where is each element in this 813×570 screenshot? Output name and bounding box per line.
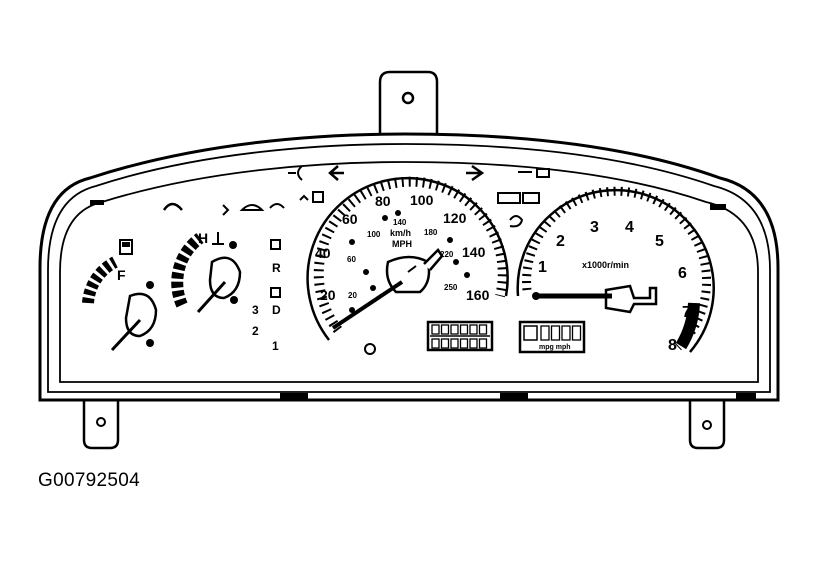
- seatbelt-icon: [222, 204, 230, 216]
- park-icon: [270, 239, 281, 250]
- low-coolant-icon: [509, 215, 524, 228]
- mph-scale: 20 40 60 80 100 120 140 160: [315, 192, 490, 303]
- lcd-digit-cell: [571, 325, 582, 341]
- tachometer-tick-band: [522, 186, 711, 351]
- check-engine-icon: [536, 168, 550, 178]
- kmh-label-180: 180: [424, 228, 438, 237]
- tachometer-hub: [604, 284, 658, 314]
- gear-1-label: 1: [272, 339, 279, 353]
- lcd-digit-cell: [561, 325, 571, 341]
- mph-label-40: 40: [315, 245, 331, 261]
- mph-label-80: 80: [375, 193, 391, 209]
- speedometer-scale-dots: [349, 210, 470, 313]
- temperature-gauge: H: [171, 230, 242, 314]
- tachometer-unit: x1000r/min: [582, 260, 629, 270]
- kmh-label-140: 140: [393, 218, 407, 227]
- bottom-right-mounting-tab: [688, 400, 726, 450]
- lcd-digit-cell: [478, 324, 488, 335]
- tach-label-7: 7: [682, 304, 691, 321]
- kmh-label-220: 220: [440, 250, 454, 259]
- gear-3-label: 3: [252, 303, 259, 317]
- temperature-gauge-needle: [196, 280, 227, 314]
- top-mounting-tab: [378, 70, 439, 135]
- airbag-icon: [269, 203, 285, 209]
- fuel-gauge-arc: [82, 256, 119, 304]
- fuel-economy-unit: mpg mph: [539, 344, 571, 351]
- tachometer-outer-arc: [516, 188, 715, 353]
- lcd-digit-cell: [469, 324, 478, 335]
- odometer-lcd: [426, 320, 494, 352]
- mph-label-140: 140: [462, 244, 486, 260]
- fuel-pump-icon: [119, 239, 133, 255]
- tachometer-redline: [675, 302, 700, 350]
- temperature-gauge-hub: [208, 256, 242, 300]
- tach-label-2: 2: [556, 233, 565, 250]
- temperature-gauge-label: H: [198, 230, 208, 246]
- lcd-digit-cell: [469, 338, 478, 349]
- battery-icon: [312, 191, 324, 203]
- lcd-digit-cell: [431, 324, 440, 335]
- gear-d-label: D: [272, 303, 281, 317]
- gear-r-label: R: [272, 261, 281, 275]
- mph-label-20: 20: [320, 287, 336, 303]
- brake-icon: [497, 192, 521, 204]
- turn-right-arrow-icon: [466, 164, 485, 182]
- trip-reset-knob: [364, 343, 376, 355]
- speedometer-needle: [331, 280, 404, 330]
- figure-id-label: G00792504: [38, 470, 141, 491]
- lcd-digit-cell: [450, 338, 459, 349]
- security-lamp-icon: [522, 192, 540, 204]
- door-open-icon: [239, 204, 265, 211]
- tach-label-6: 6: [678, 265, 687, 282]
- tachometer-scale: 1 2 3 4 5 6 7 8: [538, 219, 691, 354]
- speedometer-unit-mph: MPH: [392, 239, 412, 249]
- mph-label-120: 120: [443, 210, 467, 226]
- bottom-left-mounting-tab: [82, 400, 120, 450]
- oil-pressure-icon: [299, 194, 309, 201]
- lcd-digit-cell: [440, 324, 450, 335]
- lcd-digit-cell: [550, 325, 561, 341]
- lcd-digit-cell: [450, 324, 459, 335]
- lcd-digit-cell: [431, 338, 440, 349]
- lcd-digit-cell: [540, 325, 550, 341]
- tach-label-1: 1: [538, 259, 547, 276]
- tachometer: 1 2 3 4 5 6 7 8 x1000r/min: [516, 186, 715, 354]
- fuel-gauge: F: [82, 239, 158, 352]
- mph-label-100: 100: [410, 192, 434, 208]
- speedometer-unit-kmh: km/h: [390, 228, 411, 238]
- lcd-digit-cell: [440, 338, 450, 349]
- tach-label-3: 3: [590, 219, 599, 236]
- speedometer: 20 40 60 80 100 120 140 160 20 60 100 14…: [306, 176, 509, 355]
- neutral-icon: [270, 287, 281, 298]
- kmh-label-100: 100: [367, 230, 381, 239]
- speedometer-tick-band: [313, 176, 508, 334]
- fuel-gauge-needle: [110, 318, 142, 352]
- tach-label-5: 5: [655, 233, 664, 250]
- fuel-gauge-label: F: [117, 267, 126, 283]
- temperature-gauge-arc: [171, 233, 204, 308]
- kmh-label-20: 20: [348, 291, 357, 300]
- lcd-digit-cell: [459, 324, 469, 335]
- turn-left-arrow-icon: [328, 165, 344, 181]
- mph-label-160: 160: [466, 287, 490, 303]
- headlight-icon: [288, 165, 303, 181]
- gear-indicator: R D 1 3 2: [252, 239, 281, 353]
- gear-2-label: 2: [252, 324, 259, 338]
- tach-label-4: 4: [625, 219, 634, 236]
- mph-label-60: 60: [342, 211, 358, 227]
- kmh-label-60: 60: [347, 255, 356, 264]
- tach-label-8: 8: [668, 337, 677, 354]
- lcd-digit-cell: [459, 338, 469, 349]
- kmh-label-250: 250: [444, 283, 458, 292]
- fuel-economy-lcd: mpg mph: [518, 320, 586, 354]
- speedometer-outer-arc: [306, 176, 509, 341]
- kmh-scale: 20 60 100 140 180 220 250: [347, 218, 458, 300]
- warning-icons: [162, 164, 550, 228]
- washer-icon: [162, 202, 183, 211]
- lcd-digit-cell: [478, 338, 488, 349]
- coolant-temperature-icon: [212, 232, 224, 245]
